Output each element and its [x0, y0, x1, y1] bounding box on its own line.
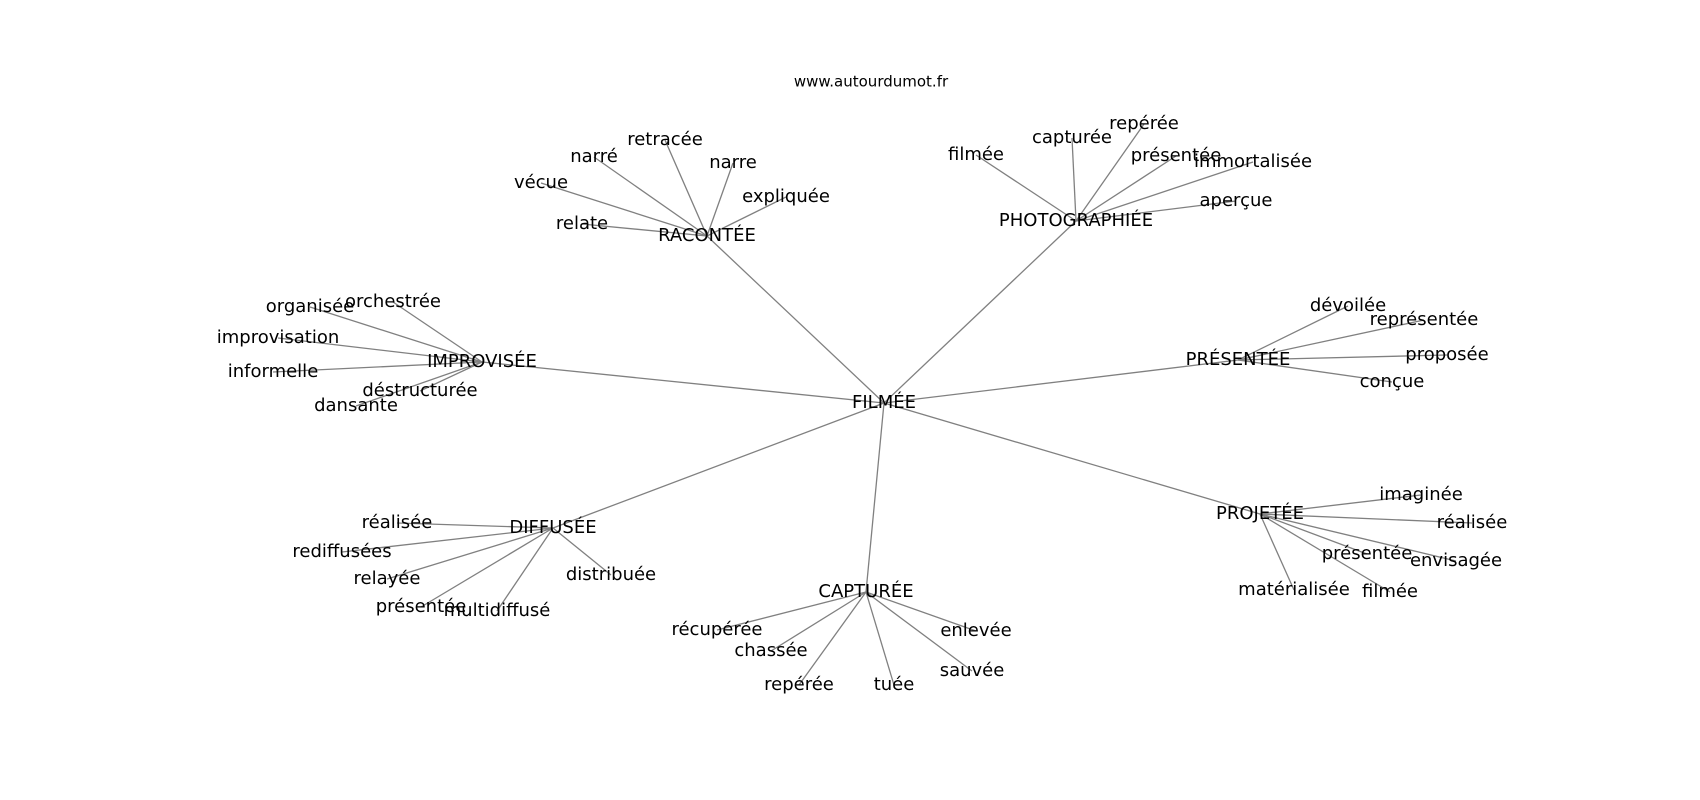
leaf-node-2-3: informelle	[228, 361, 319, 382]
edge-branch-4-leaf-5	[552, 527, 612, 576]
branch-node-3: PRÉSENTÉE	[1186, 348, 1291, 370]
leaf-node-4-3: présentée	[376, 596, 467, 617]
edge-branch-5-leaf-4	[865, 591, 973, 672]
root-node: FILMÉE	[852, 391, 916, 413]
edge-branch-2-leaf-4	[419, 361, 483, 392]
edge-root-to-6	[883, 402, 1261, 515]
edge-root-to-1	[883, 220, 1077, 404]
edge-root-to-3	[883, 359, 1239, 404]
leaf-node-1-2: repérée	[1109, 113, 1179, 134]
edge-branch-5-leaf-0	[716, 591, 867, 631]
edge-branch-2-leaf-1	[392, 301, 483, 363]
edge-branch-0-leaf-3	[664, 139, 708, 237]
leaf-node-2-5: dansante	[314, 395, 398, 416]
leaf-node-3-1: représentée	[1370, 309, 1479, 330]
edge-branch-4-leaf-2	[386, 527, 554, 580]
edge-branch-5-leaf-5	[865, 591, 977, 632]
leaf-node-1-5: aperçue	[1200, 190, 1273, 211]
edge-branch-0-leaf-4	[706, 162, 734, 237]
edge-branch-0-leaf-5	[706, 196, 787, 237]
leaf-node-4-4: multidiffusé	[444, 600, 551, 621]
leaf-node-6-5: matérialisée	[1238, 579, 1350, 600]
leaf-node-0-3: retracée	[627, 129, 703, 150]
edge-branch-4-leaf-4	[496, 527, 554, 612]
edge-root-to-5	[865, 402, 885, 593]
edge-branch-3-leaf-1	[1237, 319, 1425, 361]
branch-node-4: DIFFUSÉE	[509, 516, 596, 538]
edge-branch-0-leaf-2	[593, 156, 708, 237]
edge-branch-2-leaf-3	[272, 361, 483, 373]
leaf-node-6-0: imaginée	[1379, 484, 1463, 505]
edge-branch-6-leaf-4	[1259, 513, 1368, 555]
edge-branch-6-leaf-3	[1259, 513, 1391, 593]
edge-branch-1-leaf-3	[1075, 155, 1177, 222]
leaf-node-2-1: orchestrée	[345, 291, 441, 312]
edge-branch-3-leaf-3	[1237, 359, 1393, 383]
leaf-node-4-2: relayée	[354, 568, 421, 589]
leaf-node-1-3: présentée	[1131, 145, 1222, 166]
leaf-node-1-0: filmée	[948, 144, 1004, 165]
branch-node-2: IMPROVISÉE	[427, 350, 537, 372]
site-label: www.autourdumot.fr	[794, 73, 949, 91]
leaf-node-1-4: immortalisée	[1194, 151, 1312, 172]
edge-branch-5-leaf-2	[798, 591, 867, 686]
edge-root-to-4	[552, 402, 885, 529]
leaf-node-6-4: présentée	[1322, 543, 1413, 564]
edge-branch-2-leaf-5	[355, 361, 483, 407]
edge-branch-5-leaf-1	[770, 591, 867, 652]
edge-branch-4-leaf-0	[396, 522, 554, 529]
leaf-node-6-3: filmée	[1362, 581, 1418, 602]
leaf-node-3-3: conçue	[1360, 371, 1425, 392]
edge-branch-6-leaf-2	[1259, 513, 1457, 562]
edge-branch-1-leaf-0	[975, 154, 1077, 222]
edge-branch-6-leaf-5	[1259, 513, 1295, 591]
leaf-node-5-4: sauvée	[940, 660, 1005, 681]
leaf-node-4-1: rediffusées	[292, 541, 391, 562]
edge-branch-1-leaf-5	[1075, 200, 1237, 222]
leaf-node-2-2: improvisation	[217, 327, 340, 348]
leaf-node-5-1: chassée	[734, 640, 807, 661]
leaf-node-6-1: réalisée	[1437, 512, 1508, 533]
leaf-node-2-4: déstructurée	[362, 380, 477, 401]
leaf-node-5-5: enlevée	[940, 620, 1011, 641]
leaf-node-0-4: narre	[709, 152, 757, 173]
leaf-node-0-0: relate	[556, 213, 608, 234]
leaf-node-0-2: narré	[570, 146, 618, 167]
edge-branch-3-leaf-0	[1237, 305, 1349, 361]
branch-node-0: RACONTÉE	[658, 224, 756, 246]
edge-branch-6-leaf-1	[1259, 513, 1473, 524]
leaf-node-3-2: proposée	[1405, 344, 1488, 365]
leaf-node-1-1: capturée	[1032, 127, 1112, 148]
edge-branch-3-leaf-2	[1237, 354, 1448, 361]
edge-branch-2-leaf-0	[309, 306, 483, 363]
leaf-node-5-3: tuée	[874, 674, 915, 695]
edge-branch-6-leaf-0	[1259, 494, 1422, 515]
edge-branch-2-leaf-2	[277, 337, 483, 363]
leaf-node-4-0: réalisée	[362, 512, 433, 533]
branch-node-1: PHOTOGRAPHIÉE	[999, 209, 1153, 231]
edge-branch-1-leaf-4	[1075, 161, 1254, 222]
edge-root-to-0	[706, 235, 885, 404]
leaf-node-6-2: envisagée	[1410, 550, 1502, 571]
edge-branch-1-leaf-1	[1071, 137, 1077, 222]
leaf-node-5-2: repérée	[764, 674, 834, 695]
leaf-node-5-0: récupérée	[671, 619, 762, 640]
leaf-node-4-5: distribuée	[566, 564, 656, 585]
edge-branch-4-leaf-3	[420, 527, 554, 608]
leaf-node-3-0: dévoilée	[1310, 295, 1386, 316]
edge-branch-4-leaf-1	[341, 527, 554, 553]
edge-root-to-2	[481, 361, 885, 404]
edge-branch-0-leaf-1	[540, 182, 708, 237]
leaf-node-0-1: vécue	[514, 172, 568, 193]
edge-branch-0-leaf-0	[581, 223, 708, 237]
edges-layer	[272, 123, 1473, 686]
leaf-node-2-0: organisée	[266, 296, 355, 317]
branch-node-5: CAPTURÉE	[818, 580, 913, 602]
branch-node-6: PROJETÉE	[1216, 502, 1304, 524]
edge-branch-5-leaf-3	[865, 591, 895, 686]
leaf-node-0-5: expliquée	[742, 186, 830, 207]
edge-branch-1-leaf-2	[1075, 123, 1145, 222]
